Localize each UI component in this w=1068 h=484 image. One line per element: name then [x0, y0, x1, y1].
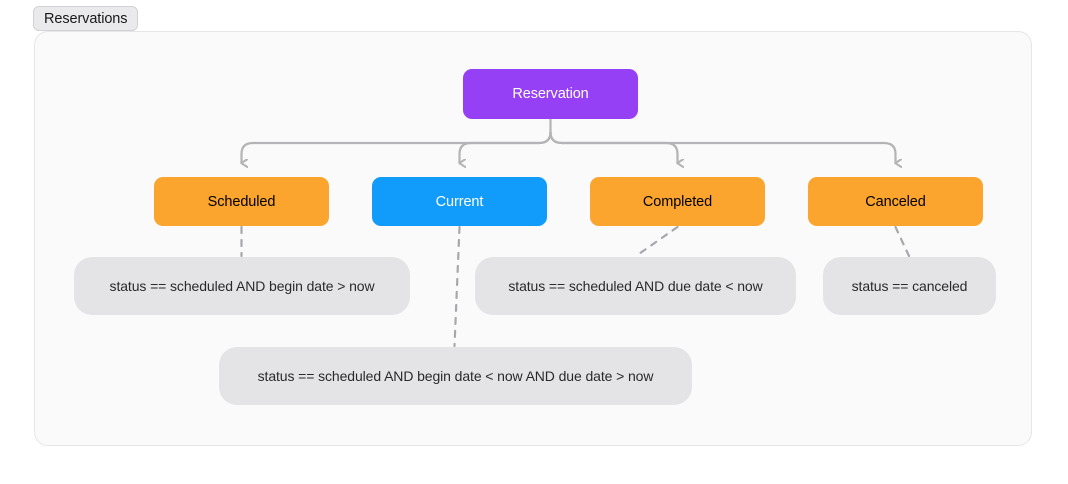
node-reservation[interactable]: Reservation [463, 69, 638, 119]
condition-scheduled-text: status == scheduled AND begin date > now [109, 278, 375, 294]
condition-completed-text: status == scheduled AND due date < now [508, 278, 763, 294]
node-scheduled[interactable]: Scheduled [154, 177, 329, 226]
node-completed-label: Completed [642, 193, 713, 210]
node-current[interactable]: Current [372, 177, 547, 226]
condition-scheduled[interactable]: status == scheduled AND begin date > now [74, 257, 410, 315]
node-scheduled-label: Scheduled [207, 193, 276, 210]
node-canceled-label: Canceled [865, 193, 926, 210]
node-completed[interactable]: Completed [590, 177, 765, 226]
node-canceled[interactable]: Canceled [808, 177, 983, 226]
condition-completed[interactable]: status == scheduled AND due date < now [475, 257, 796, 315]
node-current-label: Current [435, 193, 484, 210]
condition-current-text: status == scheduled AND begin date < now… [257, 368, 654, 384]
condition-canceled[interactable]: status == canceled [823, 257, 996, 315]
condition-current[interactable]: status == scheduled AND begin date < now… [219, 347, 692, 405]
node-reservation-label: Reservation [512, 86, 589, 102]
diagram-title-label: Reservations [44, 10, 128, 27]
diagram-title-chip[interactable]: Reservations [33, 6, 139, 31]
condition-canceled-text: status == canceled [851, 278, 968, 294]
